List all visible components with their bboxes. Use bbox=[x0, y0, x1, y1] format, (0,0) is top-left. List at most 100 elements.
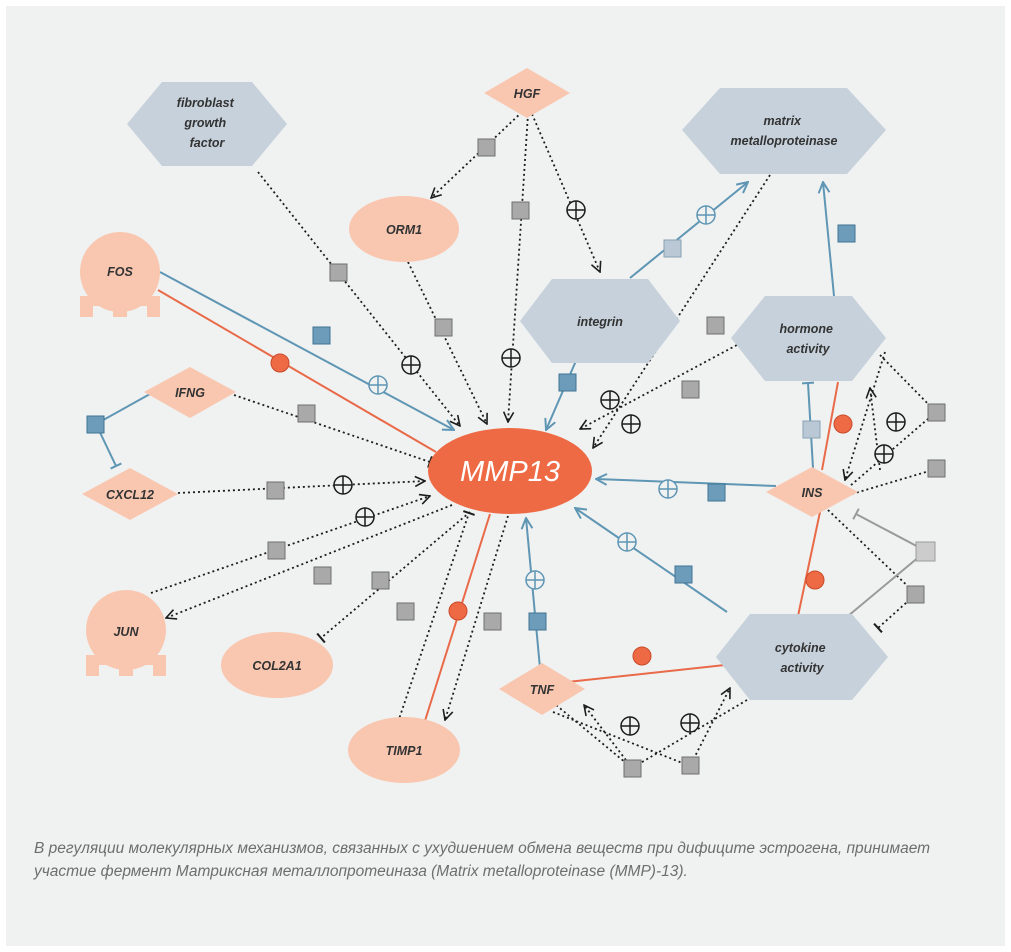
circle-plus-blue-icon bbox=[617, 532, 637, 552]
edge-mmpfamily-mmp13 bbox=[593, 174, 771, 448]
node-label: cytokine bbox=[775, 641, 826, 655]
circle-plus-icon bbox=[501, 348, 521, 368]
edge-tnf-mmp13-blue bbox=[526, 518, 541, 669]
node-label: metalloproteinase bbox=[731, 134, 838, 148]
edge-gray-ins bbox=[852, 508, 927, 552]
node-label: CXCL12 bbox=[106, 488, 154, 502]
node-jun[interactable]: JUN bbox=[86, 590, 166, 676]
node-label: integrin bbox=[577, 315, 623, 329]
circle-plus-icon bbox=[401, 355, 421, 375]
evidence-square bbox=[706, 316, 725, 335]
edge-hormone-mmp13 bbox=[580, 337, 751, 429]
node-label: INS bbox=[802, 486, 824, 500]
circle-plus-icon bbox=[620, 716, 640, 736]
activation-markers bbox=[333, 200, 906, 736]
node-label: activity bbox=[780, 661, 824, 675]
evidence-square bbox=[434, 318, 453, 337]
evidence-square bbox=[623, 759, 642, 778]
evidence-square-blue bbox=[558, 373, 577, 392]
node-ins[interactable]: INS bbox=[766, 467, 858, 517]
edge-cxcl12-mmp13 bbox=[177, 481, 425, 494]
edge-timp1-mmp13 bbox=[397, 510, 476, 723]
node-label: fibroblast bbox=[177, 96, 235, 110]
node-mmp13-label: MMP13 bbox=[460, 456, 560, 488]
evidence-square bbox=[266, 481, 285, 500]
node-fibroblast-growth-factor[interactable]: fibroblast growth factor bbox=[127, 82, 287, 166]
edge-ins-sq-cytokine bbox=[851, 468, 937, 495]
node-matrix-metalloproteinase[interactable]: matrix metalloproteinase bbox=[682, 88, 886, 174]
edge-cytokine-mmp13-blue bbox=[575, 508, 728, 613]
circle-plus-blue-icon bbox=[658, 479, 678, 499]
evidence-square-pale-blue bbox=[663, 239, 682, 258]
node-label: COL2A1 bbox=[252, 659, 301, 673]
edge-ifng-mmp13 bbox=[233, 394, 433, 469]
node-cytokine-activity[interactable]: cytokine activity bbox=[716, 614, 888, 700]
node-label: IFNG bbox=[175, 386, 205, 400]
evidence-square bbox=[371, 571, 390, 590]
node-hgf[interactable]: HGF bbox=[484, 68, 570, 118]
edge-hormone-ins-red bbox=[821, 381, 839, 471]
node-orm1[interactable]: ORM1 bbox=[349, 196, 459, 262]
evidence-square-blue bbox=[674, 565, 693, 584]
evidence-square-blue bbox=[707, 483, 726, 502]
edge-fgf-mmp13 bbox=[257, 171, 460, 426]
evidence-square bbox=[681, 380, 700, 399]
evidence-square bbox=[477, 138, 496, 157]
node-label: HGF bbox=[514, 87, 541, 101]
node-ifng[interactable]: IFNG bbox=[144, 367, 236, 418]
edge-ins-cytokine-red bbox=[797, 511, 821, 617]
evidence-square bbox=[267, 541, 286, 560]
evidence-square bbox=[927, 459, 946, 478]
evidence-square-blue bbox=[312, 326, 331, 345]
edge-cytokine-tnf-arrow bbox=[584, 705, 633, 769]
node-fos[interactable]: FOS bbox=[80, 232, 160, 317]
node-tnf[interactable]: TNF bbox=[499, 663, 585, 715]
node-timp1[interactable]: TIMP1 bbox=[348, 717, 460, 783]
evidence-square bbox=[396, 602, 415, 621]
inhibit-dot bbox=[805, 570, 825, 590]
edge-cytokine-tnf bbox=[549, 699, 748, 770]
edge-ins-cytokine bbox=[827, 509, 918, 634]
node-label: FOS bbox=[107, 265, 133, 279]
node-col2a1[interactable]: COL2A1 bbox=[221, 632, 333, 698]
circle-plus-icon bbox=[886, 412, 906, 432]
edge-hormone-ins bbox=[845, 351, 886, 480]
evidence-square-pale-blue bbox=[802, 420, 821, 439]
svg-text:hormone activity: hormone activity bbox=[780, 322, 837, 356]
node-label: TNF bbox=[530, 683, 555, 697]
circle-plus-icon bbox=[333, 475, 353, 495]
edge-hgf-integrin bbox=[531, 113, 600, 272]
node-label: growth bbox=[183, 116, 226, 130]
node-hormone-activity[interactable]: hormone activity bbox=[731, 296, 886, 381]
edge-fos-mmp13-blue bbox=[159, 271, 454, 430]
inhibit-dot bbox=[632, 646, 652, 666]
svg-text:fibroblast growth: fibroblast growth factor bbox=[177, 96, 237, 150]
inhibit-dot bbox=[448, 601, 468, 621]
circle-plus-icon bbox=[680, 713, 700, 733]
evidence-square-blue bbox=[528, 612, 547, 631]
circle-plus-icon bbox=[621, 414, 641, 434]
node-mmp13[interactable]: MMP13 bbox=[428, 428, 592, 514]
node-integrin[interactable]: integrin bbox=[520, 279, 680, 363]
edge-hormone-mmpfamily-blue bbox=[823, 182, 835, 297]
edge-fos-mmp13-red bbox=[157, 289, 437, 453]
edge-jun-mmp13 bbox=[150, 496, 430, 594]
node-cxcl12[interactable]: CXCL12 bbox=[82, 468, 178, 520]
circle-plus-icon bbox=[566, 200, 586, 220]
inhibition-markers bbox=[270, 353, 853, 666]
circle-plus-blue-icon bbox=[696, 205, 716, 225]
node-label: activity bbox=[786, 342, 830, 356]
inhibit-dot bbox=[270, 353, 290, 373]
evidence-square bbox=[297, 404, 316, 423]
evidence-markers bbox=[86, 138, 946, 778]
circle-plus-icon bbox=[355, 507, 375, 527]
evidence-square-blue bbox=[837, 224, 856, 243]
inhibit-dot bbox=[833, 414, 853, 434]
circle-plus-icon bbox=[600, 390, 620, 410]
edge-tnf-cytokine bbox=[552, 688, 730, 768]
figure-caption: В регуляции молекулярных механизмов, свя… bbox=[34, 840, 931, 880]
node-label: factor bbox=[190, 136, 226, 150]
edge-mmp13-jun bbox=[166, 504, 453, 618]
node-label: ORM1 bbox=[386, 223, 422, 237]
